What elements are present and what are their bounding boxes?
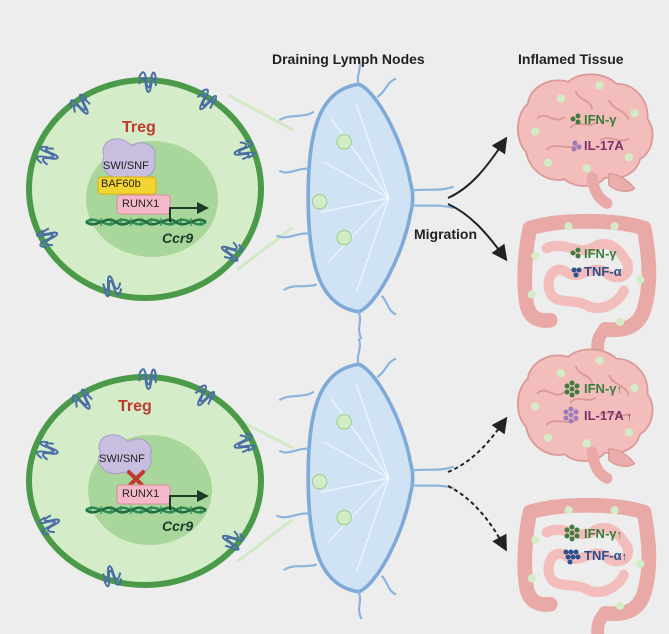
- dashed-arrow-icon: [447, 416, 508, 473]
- x-mark-icon: [127, 470, 145, 488]
- gut-ifn-text: IFN-γ: [584, 526, 617, 541]
- brain-ifn-label: IFN-γ↑: [584, 381, 622, 396]
- gene-label: Ccr9: [162, 518, 194, 534]
- gene-label: Ccr9: [162, 230, 194, 246]
- bottom-lymph-node: [274, 336, 456, 621]
- gut-ifn-label: IFN-γ: [584, 246, 617, 261]
- gut-ifn-label: IFN-γ↑: [584, 526, 622, 541]
- runx1-label: RUNX1: [122, 198, 160, 210]
- top-treg-cell: [26, 71, 294, 301]
- bottom-gut: [525, 505, 649, 634]
- brain-il17-label: IL-17A ↑: [584, 408, 632, 423]
- ifn-dots-icon: [564, 524, 580, 542]
- migration-arrow-icon: [447, 136, 508, 199]
- top-gut: [525, 221, 649, 360]
- top-lymph-node: [274, 56, 456, 341]
- baf60b-protein: [97, 176, 157, 195]
- transcription-arrow-icon: [169, 490, 209, 510]
- up-arrow-icon: ↑: [621, 551, 628, 563]
- gut-tnf-label: TNF-α: [584, 264, 622, 279]
- swi-snf-complex: [98, 434, 152, 476]
- lymph-node-header: Draining Lymph Nodes: [272, 51, 425, 67]
- bottom-treg-cell: [26, 368, 294, 589]
- runx1-protein: [116, 194, 171, 215]
- brain-il17-text: IL-17A: [584, 408, 624, 423]
- migration-label: Migration: [414, 226, 477, 242]
- ifn-dots-icon: [570, 113, 581, 125]
- transcription-arrow-icon: [169, 202, 209, 222]
- runx1-protein: [116, 484, 171, 505]
- runx1-label: RUNX1: [122, 488, 160, 500]
- brain-il17-label: IL-17A: [584, 138, 624, 153]
- up-arrow-icon: ↑: [623, 411, 633, 423]
- gut-tnf-text: TNF-α: [584, 548, 622, 563]
- treg-label: Treg: [118, 398, 152, 415]
- treg-label: Treg: [122, 119, 156, 136]
- il17-dots-icon: [571, 140, 582, 152]
- swi-snf-label: SWI/SNF: [103, 160, 149, 172]
- up-arrow-icon: ↑: [616, 529, 623, 541]
- swi-snf-complex: [102, 138, 156, 180]
- ifn-dots-icon: [570, 247, 581, 259]
- brain-ifn-text: IFN-γ: [584, 381, 617, 396]
- il17-dots-icon: [563, 406, 579, 424]
- baf60b-label: BAF60b: [101, 178, 141, 190]
- up-arrow-icon: ↑: [616, 384, 623, 396]
- dashed-arrow-icon: [447, 485, 507, 552]
- swi-snf-label: SWI/SNF: [99, 453, 145, 465]
- migration-arrow-icon: [447, 203, 508, 262]
- inflamed-tissue-header: Inflamed Tissue: [518, 51, 624, 67]
- brain-ifn-label: IFN-γ: [584, 112, 617, 127]
- tnf-dots-icon: [571, 267, 582, 278]
- tnf-dots-icon: [563, 549, 581, 565]
- gut-tnf-label: TNF-α↑: [584, 548, 627, 563]
- ifn-dots-icon: [564, 380, 580, 398]
